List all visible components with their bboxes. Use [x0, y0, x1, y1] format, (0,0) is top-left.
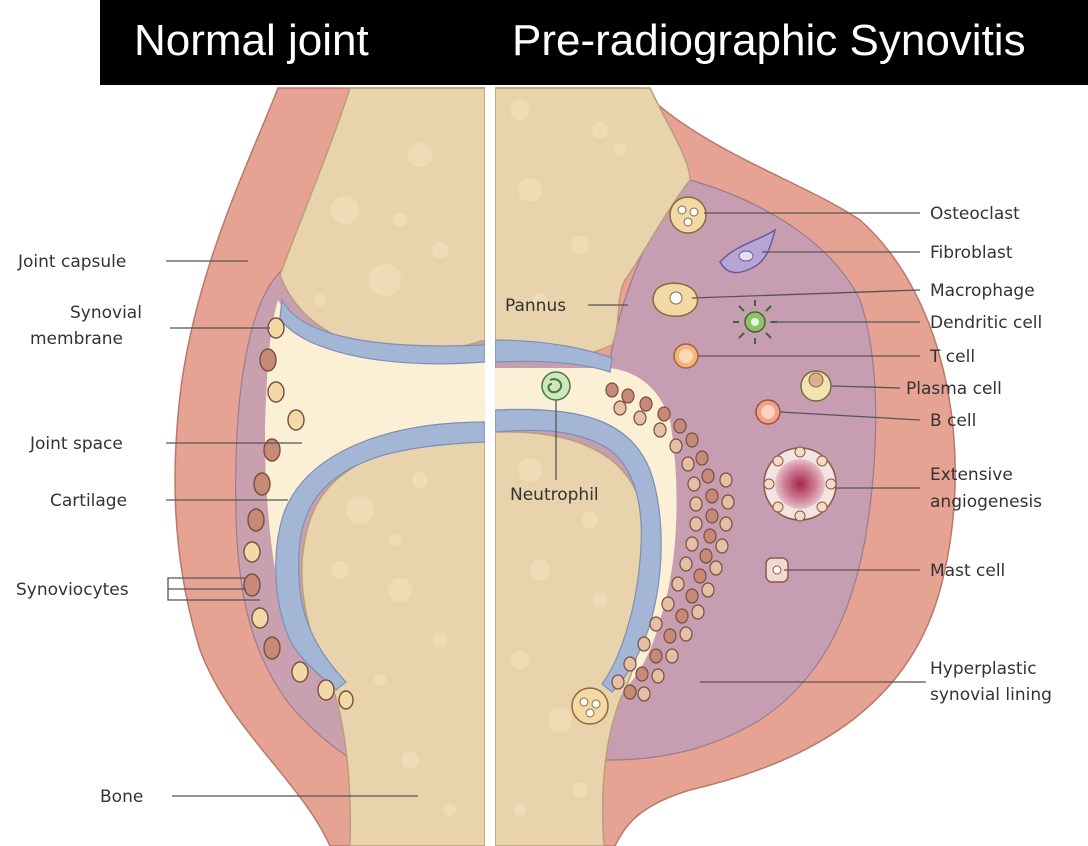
- label-hyperplastic: Hyperplastic: [930, 659, 1037, 679]
- neutrophil-cell: [542, 372, 570, 400]
- label-joint-capsule: Joint capsule: [17, 252, 126, 272]
- label-synovial: Synovial: [70, 303, 142, 323]
- t-cell: [674, 344, 698, 368]
- macrophage-cell: [653, 283, 697, 316]
- osteoclast-cell: [670, 197, 706, 233]
- label-mast-cell: Mast cell: [930, 561, 1005, 581]
- blood-vessel: [764, 447, 836, 521]
- label-osteoclast: Osteoclast: [930, 204, 1020, 224]
- label-neutrophil: Neutrophil: [510, 485, 599, 505]
- label-synoviocytes: Synoviocytes: [16, 580, 129, 600]
- label-synovial-lining: synovial lining: [930, 685, 1052, 705]
- label-pannus: Pannus: [505, 296, 566, 316]
- label-b-cell: B cell: [930, 411, 976, 431]
- osteoclast-cell-lower: [572, 688, 608, 724]
- label-cartilage: Cartilage: [50, 491, 127, 511]
- label-macrophage: Macrophage: [930, 281, 1035, 301]
- label-membrane: membrane: [30, 329, 123, 349]
- label-angiogenesis: angiogenesis: [930, 492, 1042, 512]
- label-t-cell: T cell: [929, 347, 975, 367]
- label-fibroblast: Fibroblast: [930, 243, 1013, 263]
- center-divider: [485, 85, 495, 846]
- label-extensive: Extensive: [930, 465, 1013, 485]
- normal-joint: [175, 88, 485, 846]
- label-dendritic-cell: Dendritic cell: [930, 313, 1042, 333]
- label-bone: Bone: [100, 787, 143, 807]
- label-plasma-cell: Plasma cell: [906, 379, 1002, 399]
- b-cell: [756, 400, 780, 424]
- plasma-cell: [801, 371, 831, 401]
- synovitis-joint: [495, 88, 955, 846]
- label-joint-space: Joint space: [29, 434, 123, 454]
